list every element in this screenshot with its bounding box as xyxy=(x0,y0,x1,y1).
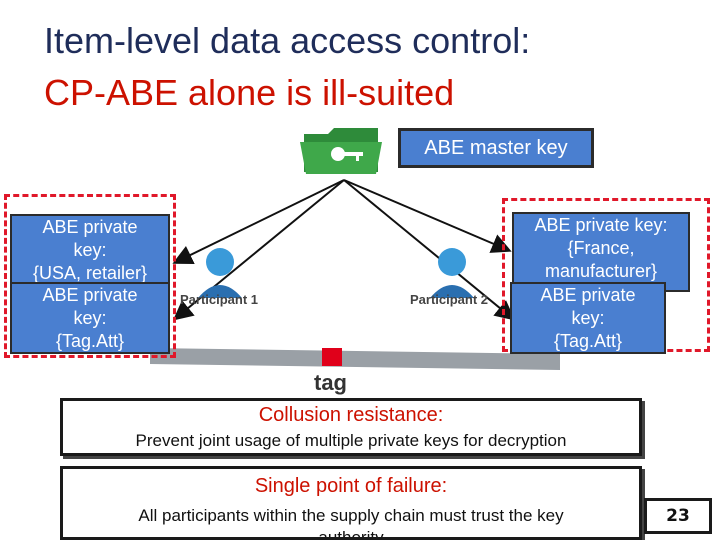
participant-1-person-icon xyxy=(198,248,242,298)
collusion-text: Prevent joint usage of multiple private … xyxy=(135,431,567,450)
tag-square xyxy=(322,348,342,366)
abe-master-key: ABE master key xyxy=(398,128,594,168)
right-key1-line3: manufacturer} xyxy=(544,261,658,281)
left-key-group xyxy=(4,194,176,358)
participant-2-person-icon xyxy=(430,248,474,298)
participant-2-label: Participant 2 xyxy=(410,292,489,307)
page-number: 23 xyxy=(644,498,712,534)
right-key1-line1: ABE private key: xyxy=(534,215,668,235)
tag-label: tag xyxy=(314,370,347,395)
tag-bar xyxy=(150,348,560,370)
left-key2-line2: key: xyxy=(73,308,107,328)
slide-title: Item-level data access control: xyxy=(44,20,531,61)
right-key2-line2: key: xyxy=(571,308,605,328)
key-folder-icon xyxy=(300,128,382,174)
left-private-key-1: ABE private key: {USA, retailer} xyxy=(10,214,170,284)
participant-1-label: Participant 1 xyxy=(180,292,259,307)
right-private-key-1: ABE private key: {France, manufacturer} xyxy=(512,212,690,292)
left-key1-line1: ABE private xyxy=(42,217,138,237)
collusion-box: Collusion resistance: Prevent joint usag… xyxy=(60,398,642,456)
failure-text-line1: All participants within the supply chain… xyxy=(138,506,564,525)
arrow-master-to-left-key1 xyxy=(172,179,345,264)
failure-box: Single point of failure: All participant… xyxy=(60,466,642,540)
failure-text-line2: authority xyxy=(318,528,384,540)
right-private-key-2: ABE private key: {Tag.Att} xyxy=(510,282,666,354)
arrow-master-to-right-key1 xyxy=(343,179,512,253)
failure-heading: Single point of failure: xyxy=(254,475,448,497)
arrow-master-to-right-key2 xyxy=(343,179,516,321)
left-key2-line3: {Tag.Att} xyxy=(55,331,125,351)
right-key1-line2: {France, xyxy=(567,238,635,258)
left-private-key-2: ABE private key: {Tag.Att} xyxy=(10,282,170,354)
left-key2-line1: ABE private xyxy=(42,285,138,305)
left-key1-line3: {USA, retailer} xyxy=(32,263,148,283)
slide-subtitle: CP-ABE alone is ill-suited xyxy=(44,72,455,113)
left-key1-line2: key: xyxy=(73,240,107,260)
collusion-heading: Collusion resistance: xyxy=(258,404,444,426)
right-key2-line1: ABE private xyxy=(540,285,636,305)
right-key2-line3: {Tag.Att} xyxy=(553,331,623,351)
